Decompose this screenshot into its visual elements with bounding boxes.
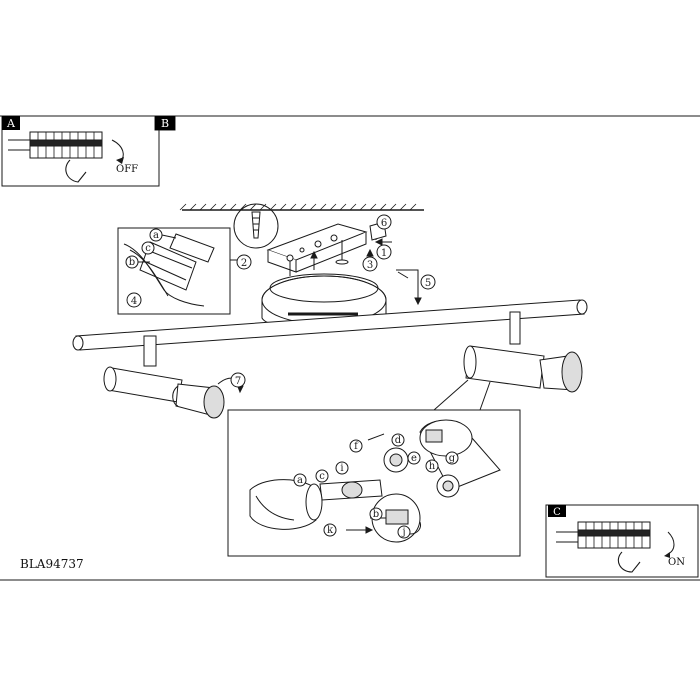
- model-code: BLA94737: [20, 557, 84, 571]
- panel-b-label: B: [161, 117, 169, 130]
- callout-g: g: [445, 451, 459, 465]
- svg-text:g: g: [449, 453, 456, 464]
- callout-c-detail: c: [315, 469, 329, 483]
- svg-text:c: c: [319, 471, 325, 482]
- panel-a: A OFF: [1, 115, 160, 187]
- svg-text:5: 5: [425, 278, 431, 289]
- callout-a: a: [149, 228, 177, 242]
- callout-h: h: [425, 459, 439, 473]
- step-4: 4: [126, 292, 142, 308]
- svg-text:c: c: [145, 243, 151, 254]
- callout-d: d: [391, 433, 405, 447]
- callout-f: f: [349, 439, 363, 453]
- svg-text:7: 7: [235, 376, 241, 387]
- step-7: 7: [230, 372, 246, 388]
- callout-a-detail: a: [293, 473, 307, 487]
- terminal-block-off: [8, 131, 103, 183]
- svg-text:d: d: [395, 435, 402, 446]
- svg-text:a: a: [153, 230, 159, 241]
- rotate-arrow-icon-on: [667, 531, 675, 555]
- panel-c-label-box: [548, 505, 566, 517]
- svg-text:3: 3: [367, 260, 373, 271]
- step-3: 3: [362, 256, 378, 272]
- left-spotlight: [103, 335, 244, 419]
- panel-a-label: A: [6, 117, 16, 130]
- panel-b: B: [154, 115, 176, 131]
- ceiling: [179, 203, 424, 211]
- right-spotlight: [463, 311, 583, 393]
- step-1: 1: [376, 244, 392, 260]
- step-2: 2: [236, 254, 252, 270]
- svg-text:k: k: [327, 525, 334, 536]
- callout-e: e: [407, 451, 421, 465]
- panel-c-note: ON: [668, 557, 685, 568]
- svg-text:f: f: [354, 441, 359, 452]
- svg-text:b: b: [373, 509, 379, 520]
- svg-text:4: 4: [131, 296, 137, 307]
- callout-b: b: [125, 255, 150, 269]
- callout-b-detail: b: [369, 507, 383, 521]
- panel-a-note: OFF: [116, 164, 138, 175]
- callout-c: c: [141, 241, 155, 255]
- mounting-bracket: [266, 223, 368, 273]
- svg-text:b: b: [129, 257, 135, 268]
- panel-a-label-box: [2, 116, 20, 130]
- callout-j: j: [397, 525, 411, 539]
- step-5: 5: [420, 274, 436, 290]
- svg-text:1: 1: [381, 248, 387, 259]
- step-6: 6: [376, 214, 392, 230]
- wall-plug-detail: [233, 203, 279, 249]
- svg-text:i: i: [340, 463, 343, 474]
- spotlight-bar: [72, 299, 588, 351]
- svg-text:a: a: [297, 475, 303, 486]
- terminal-block-on: [556, 521, 651, 573]
- svg-text:h: h: [429, 461, 436, 472]
- callout-k: k: [323, 523, 337, 537]
- panel-c: C ON: [545, 504, 699, 578]
- svg-text:2: 2: [241, 258, 247, 269]
- wiring-detail: [117, 227, 240, 315]
- svg-text:j: j: [401, 527, 405, 538]
- zoom-lines: [433, 379, 491, 411]
- detail-panel: [227, 409, 521, 557]
- svg-text:6: 6: [381, 218, 387, 229]
- callout-i: i: [335, 461, 349, 475]
- svg-text:e: e: [411, 453, 417, 464]
- panel-c-label: C: [553, 507, 561, 518]
